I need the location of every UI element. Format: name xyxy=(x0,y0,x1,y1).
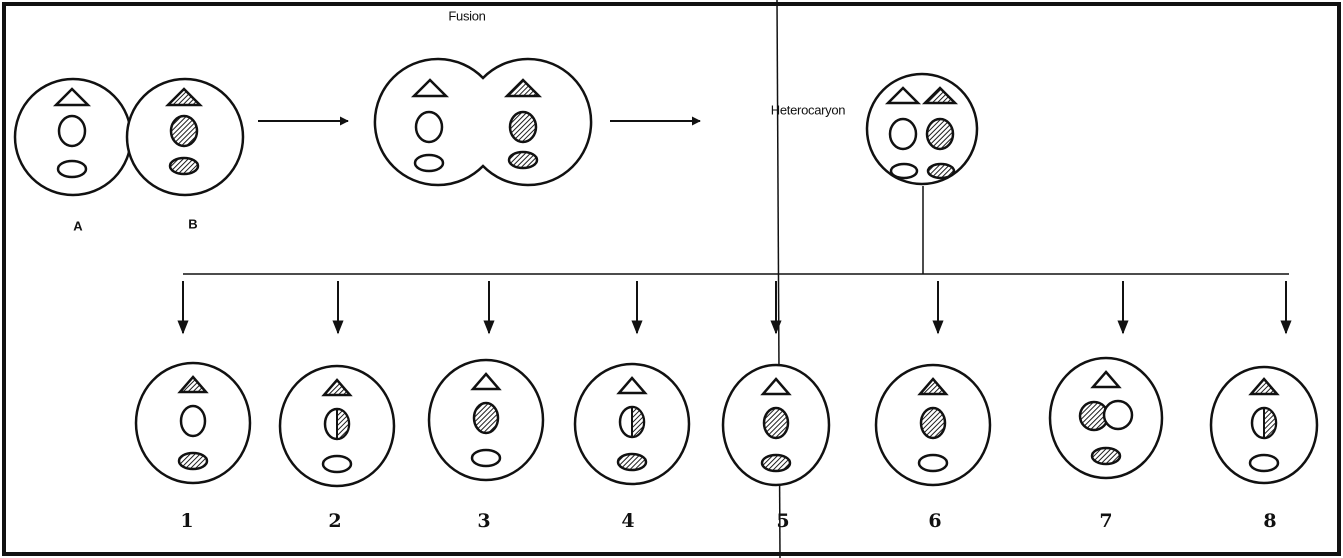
progeny-cell-6 xyxy=(874,281,992,487)
oval-marker xyxy=(321,454,353,474)
progeny-number-1: 1 xyxy=(180,510,194,532)
oval-marker xyxy=(177,451,209,471)
progeny-number-5: 5 xyxy=(776,510,790,532)
nucleus xyxy=(179,404,207,438)
triangle-marker xyxy=(321,378,353,397)
nucleus xyxy=(472,401,500,435)
oval-marker xyxy=(760,453,792,473)
triangle-marker xyxy=(177,375,209,394)
oval-marker xyxy=(470,448,502,468)
heterocaryon-cell xyxy=(865,72,979,186)
progeny-number-4: 4 xyxy=(621,510,635,532)
cell-a xyxy=(13,77,133,197)
progeny-cell-5 xyxy=(721,281,831,487)
nucleus xyxy=(919,406,947,440)
triangle-marker xyxy=(616,376,648,395)
nucleus-hatched-half xyxy=(1263,406,1277,440)
progeny-number-8: 8 xyxy=(1263,510,1277,532)
nucleus xyxy=(762,406,790,440)
progeny-layer xyxy=(134,281,1319,488)
oval-marker xyxy=(1090,446,1122,466)
nucleus-hatched-half xyxy=(336,407,350,441)
progeny-cell-2 xyxy=(278,281,396,488)
fused-cell xyxy=(373,57,593,187)
progeny-cell-3 xyxy=(427,281,545,482)
triangle-marker xyxy=(1248,377,1280,396)
cell-b-label: B xyxy=(188,216,198,232)
cell-a-label: A xyxy=(73,218,83,234)
cell-b xyxy=(125,77,245,197)
triangle-marker xyxy=(1090,370,1122,389)
triangle-marker xyxy=(470,372,502,391)
progeny-cell-8 xyxy=(1209,281,1319,485)
oval-marker xyxy=(616,452,648,472)
progeny-number-2: 2 xyxy=(328,510,342,532)
progeny-number-3: 3 xyxy=(477,510,491,532)
oval-marker xyxy=(1248,453,1280,473)
progeny-cell-1 xyxy=(134,281,252,485)
nucleus-hatched-half xyxy=(631,405,645,439)
triangle-marker xyxy=(917,377,949,396)
nucleus-open xyxy=(1102,399,1134,431)
oval-marker xyxy=(917,453,949,473)
progeny-cell-7 xyxy=(1048,281,1164,480)
progeny-number-6: 6 xyxy=(928,510,942,532)
progeny-cell-4 xyxy=(573,281,691,486)
fusion-label: Fusion xyxy=(448,8,486,24)
heterocaryon-label: Heterocaryon xyxy=(770,102,846,118)
progeny-number-7: 7 xyxy=(1099,510,1113,532)
triangle-marker xyxy=(760,377,792,396)
